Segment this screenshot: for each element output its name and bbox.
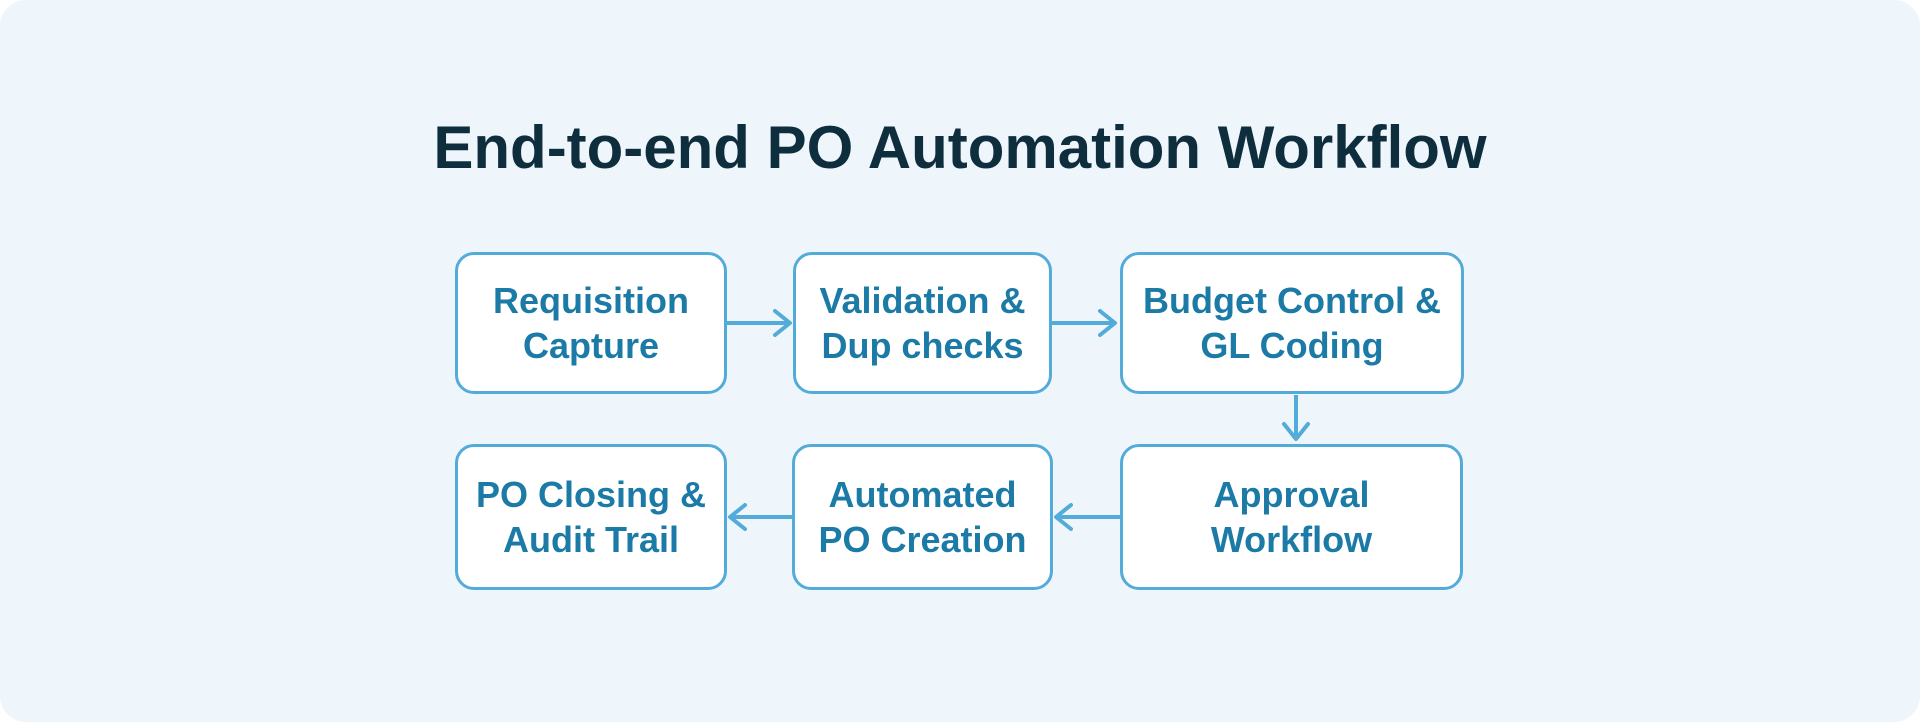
arrow-right-icon	[726, 305, 794, 341]
flow-node-label: Budget Control & GL Coding	[1143, 280, 1441, 366]
page-title: End-to-end PO Automation Workflow	[433, 114, 1487, 182]
flow-node-validation-dup-checks: Validation & Dup checks	[793, 252, 1052, 394]
flow-node-po-closing-audit-trail: PO Closing & Audit Trail	[455, 444, 727, 590]
flow-node-label: PO Closing & Audit Trail	[475, 474, 706, 560]
arrow-left-icon	[1052, 499, 1120, 535]
flow-node-label: Approval Workflow	[1210, 474, 1373, 560]
flow-node-budget-control-gl-coding: Budget Control & GL Coding	[1120, 252, 1464, 394]
arrow-down-icon	[1278, 395, 1314, 443]
flow-node-label: Requisition Capture	[493, 280, 689, 366]
flow-node-approval-workflow: Approval Workflow	[1120, 444, 1463, 590]
flow-node-label: Validation & Dup checks	[819, 280, 1026, 366]
flow-node-requisition-capture: Requisition Capture	[455, 252, 727, 394]
flow-node-automated-po-creation: Automated PO Creation	[792, 444, 1053, 590]
arrow-right-icon	[1051, 305, 1119, 341]
flow-node-label: Automated PO Creation	[818, 474, 1027, 560]
arrow-left-icon	[726, 499, 792, 535]
